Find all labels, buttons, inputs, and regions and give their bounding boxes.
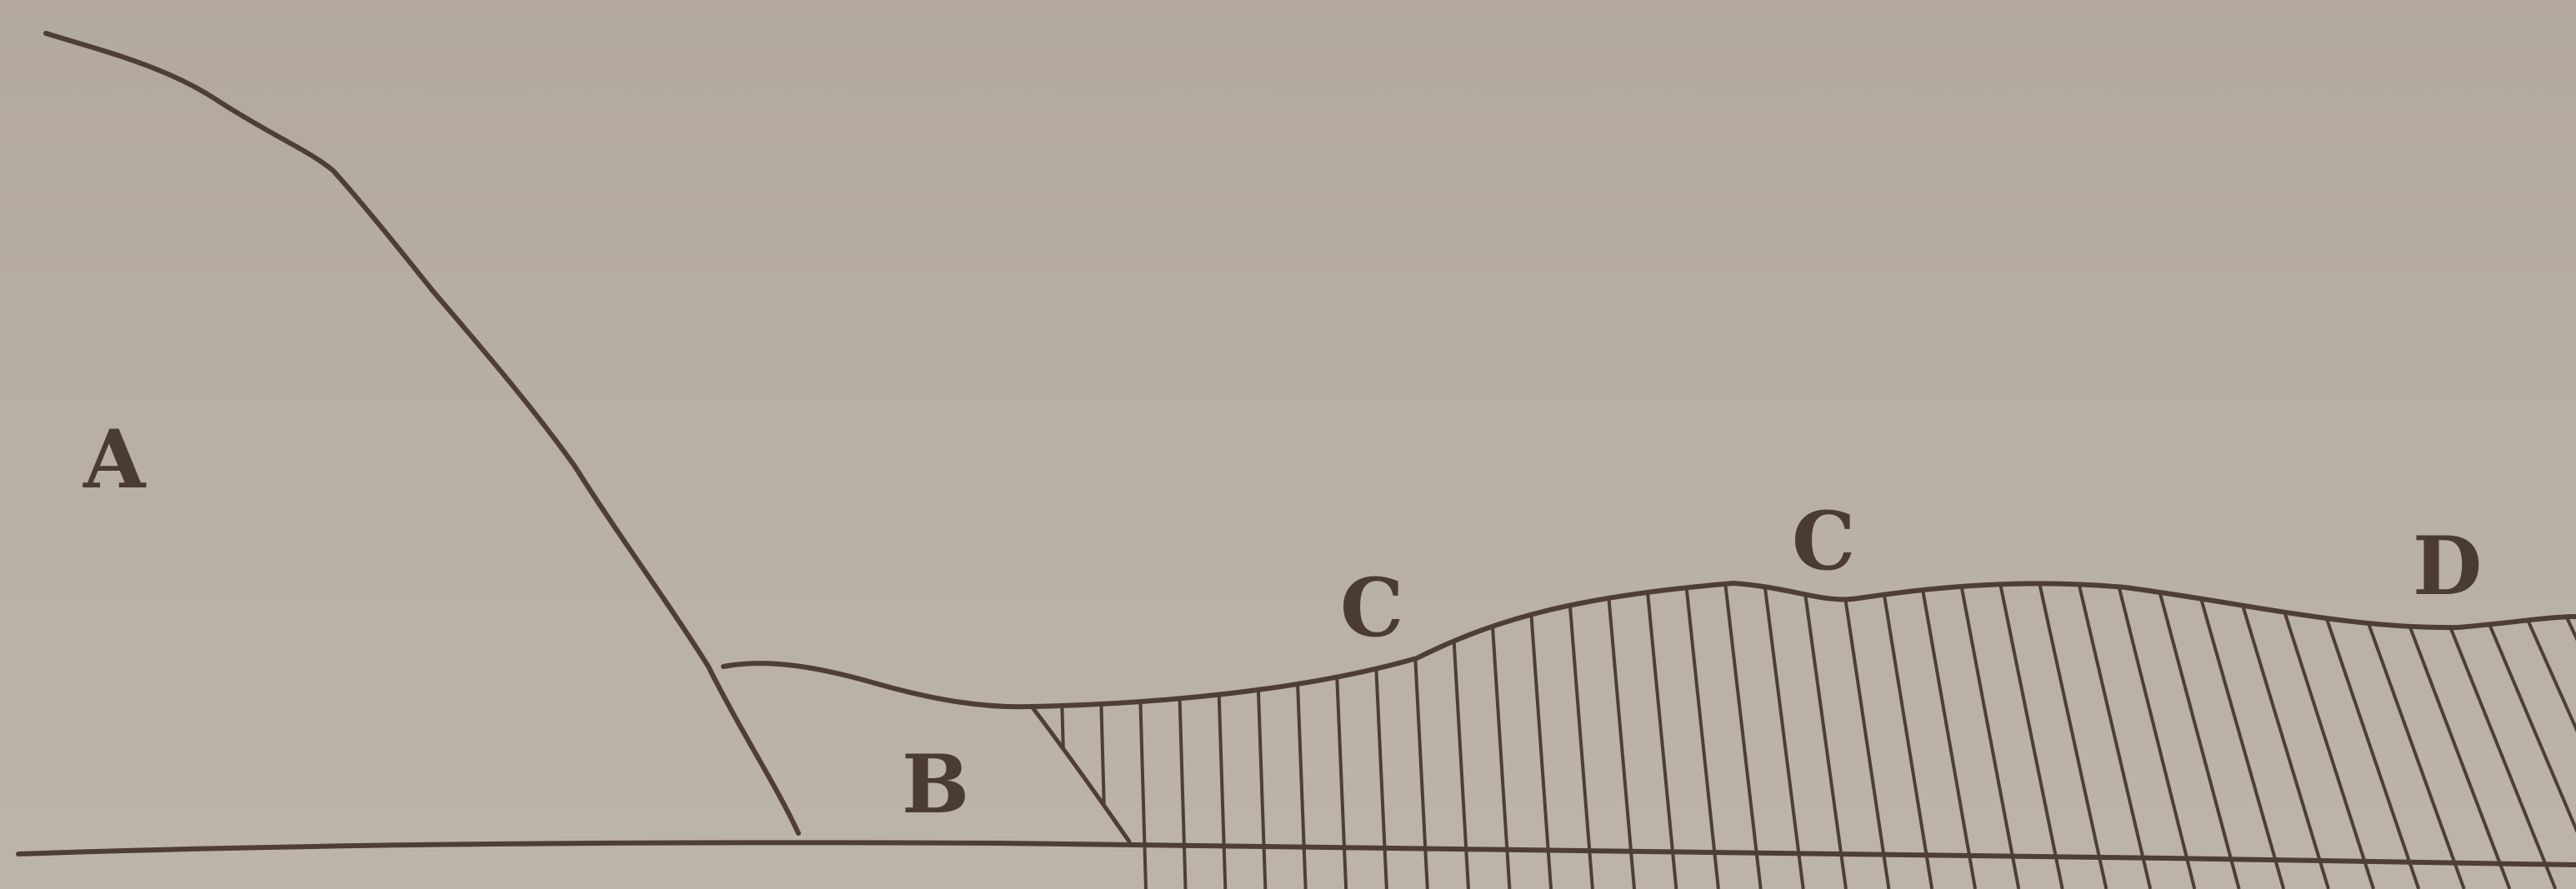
label-b: B	[902, 737, 969, 832]
label-a: A	[83, 412, 147, 507]
label-d: D	[2413, 519, 2482, 613]
label-c-right: C	[1792, 494, 1855, 588]
label-c-left: C	[1340, 561, 1403, 655]
